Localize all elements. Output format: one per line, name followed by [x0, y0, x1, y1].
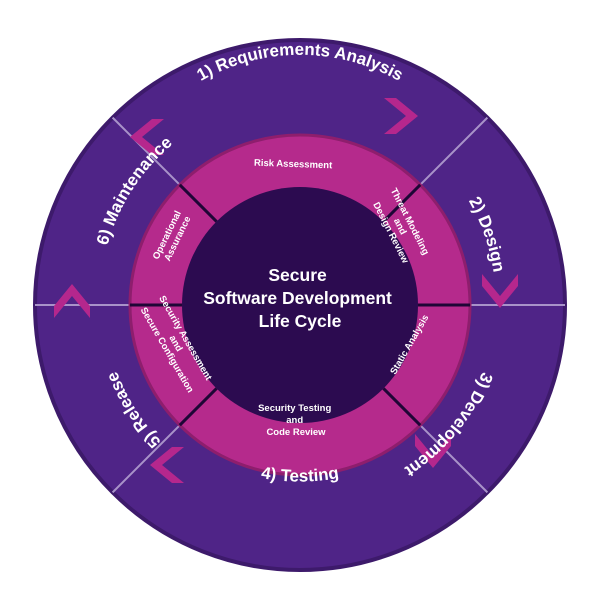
chevron-arrow-icon	[150, 447, 184, 483]
chevron-arrow-icon	[384, 98, 418, 134]
activity-divider	[382, 183, 422, 223]
activity-divider	[178, 183, 218, 223]
phase-divider	[419, 116, 489, 186]
phase-arrows	[54, 98, 518, 483]
phase-divider	[111, 116, 181, 186]
activity-divider	[382, 387, 422, 427]
phase-testing: 4) Testing	[260, 463, 340, 485]
chevron-arrow-icon	[482, 274, 518, 308]
activity-risk-assessment: Risk Assessment	[254, 158, 334, 172]
phase-divider	[111, 424, 181, 494]
center-hub	[182, 187, 418, 423]
chevron-arrow-icon	[54, 284, 90, 318]
activity-divider	[178, 387, 218, 427]
center-title: Secure Software Development Life Cycle	[203, 265, 397, 331]
chevron-arrow-icon	[130, 119, 164, 155]
chevron-arrow-icon	[415, 434, 451, 468]
phase-divider	[419, 424, 489, 494]
activity-dividers	[130, 183, 470, 427]
activity-security-testing: Security Testing and Code Review	[258, 403, 334, 438]
